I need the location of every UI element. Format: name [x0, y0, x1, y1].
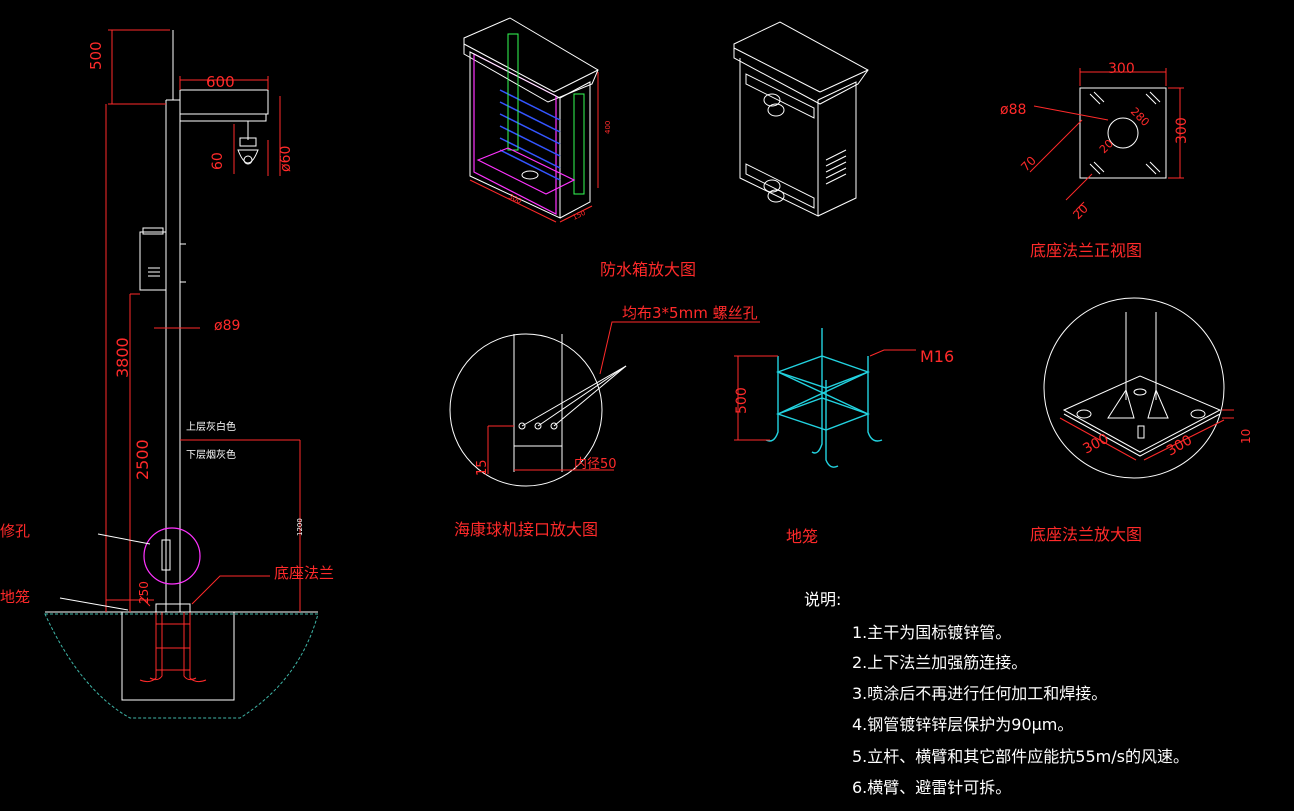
notes-item-1: 1.主干为国标镀锌管。 — [852, 623, 1011, 642]
note-lower-color: 下层烟灰色 — [186, 448, 236, 461]
pole-dimensions — [59, 29, 301, 612]
dim-arm-600: 600 — [206, 73, 235, 91]
flange-front-view: 300 300 ø88 280 20 70 20 — [1000, 61, 1190, 222]
foundation-cage — [139, 612, 207, 683]
repair-hole-highlight — [143, 527, 201, 585]
label-cage: 地笼 — [0, 588, 30, 606]
cage-dim-m16: M16 — [920, 347, 954, 366]
dim-60: 60 — [210, 152, 226, 170]
notes-item-4: 4.钢管镀锌锌层保护为90μm。 — [852, 715, 1073, 734]
dim-phi60: ø60 — [278, 146, 294, 172]
camera-port-dim-inner: 内径50 — [574, 456, 617, 472]
dim-2500: 2500 — [133, 439, 152, 480]
dome-camera — [237, 121, 259, 165]
flange-dim-300-side: 300 — [1174, 117, 1190, 144]
ground-pit-outline — [44, 613, 319, 719]
pole-junction-box — [139, 227, 167, 291]
label-repair-hole: 修孔 — [0, 522, 30, 540]
flange-dim-300-top: 300 — [1108, 61, 1135, 77]
ground-cage: 500 M16 — [734, 328, 954, 468]
flange-dim-phi88: ø88 — [1000, 102, 1026, 118]
cross-arm — [179, 113, 267, 122]
cage-title: 地笼 — [786, 527, 818, 546]
box-dim-300: 300 — [507, 193, 523, 206]
notes-item-6: 6.横臂、避雷针可拆。 — [852, 778, 1011, 797]
flange-detail: 300 300 10 — [1043, 297, 1253, 479]
dim-phi89: ø89 — [214, 318, 240, 334]
waterproof-box-3d: 400 300 150 — [463, 17, 612, 223]
camera-port-note: 均布3*5mm 螺丝孔 — [622, 304, 758, 322]
notes-item-3: 3.喷涂后不再进行任何加工和焊接。 — [852, 684, 1107, 703]
note-upper-color: 上层灰白色 — [186, 420, 236, 433]
notes-item-5: 5.立杆、横臂和其它部件应能抗55m/s的风速。 — [852, 747, 1189, 766]
flange-dim-20b: 20 — [1070, 201, 1091, 222]
foundation-block — [121, 611, 235, 701]
notes-block: 说明: 1.主干为国标镀锌管。 2.上下法兰加强筋连接。 3.喷涂后不再进行任何… — [804, 590, 1189, 797]
camera-port-title: 海康球机接口放大图 — [454, 520, 598, 539]
waterproof-box-closed — [733, 21, 869, 217]
notes-heading: 说明: — [804, 590, 841, 609]
camera-port-dim-15: 15 — [475, 459, 490, 476]
notes-item-2: 2.上下法兰加强筋连接。 — [852, 653, 1027, 672]
flange-dim-20a: 20 — [1097, 137, 1116, 156]
dim-1200: 1200 — [296, 518, 304, 536]
flange-front-title: 底座法兰正视图 — [1030, 241, 1142, 260]
base-flange — [155, 603, 191, 613]
flange-detail-dim-300a: 300 — [1080, 431, 1111, 458]
repair-hole — [161, 539, 171, 571]
flange-detail-title: 底座法兰放大图 — [1030, 525, 1142, 544]
cage-dim-500: 500 — [734, 387, 750, 414]
dim-3800: 3800 — [113, 337, 132, 378]
flange-detail-dim-10: 10 — [1239, 429, 1253, 444]
flange-dim-70: 70 — [1018, 153, 1039, 174]
flange-dim-280: 280 — [1128, 105, 1152, 129]
box-dim-400: 400 — [604, 121, 612, 134]
camera-port-detail: 均布3*5mm 螺丝孔 15 内径50 — [449, 304, 760, 487]
box-title: 防水箱放大图 — [600, 260, 696, 279]
pole-elevation: 500 600 60 ø60 3800 2500 ø89 1200 250 上层… — [0, 29, 334, 719]
dim-250: 250 — [137, 581, 151, 604]
arm-top-bracket — [179, 89, 269, 115]
dim-top-500: 500 — [87, 41, 105, 70]
label-base-flange: 底座法兰 — [274, 564, 334, 582]
